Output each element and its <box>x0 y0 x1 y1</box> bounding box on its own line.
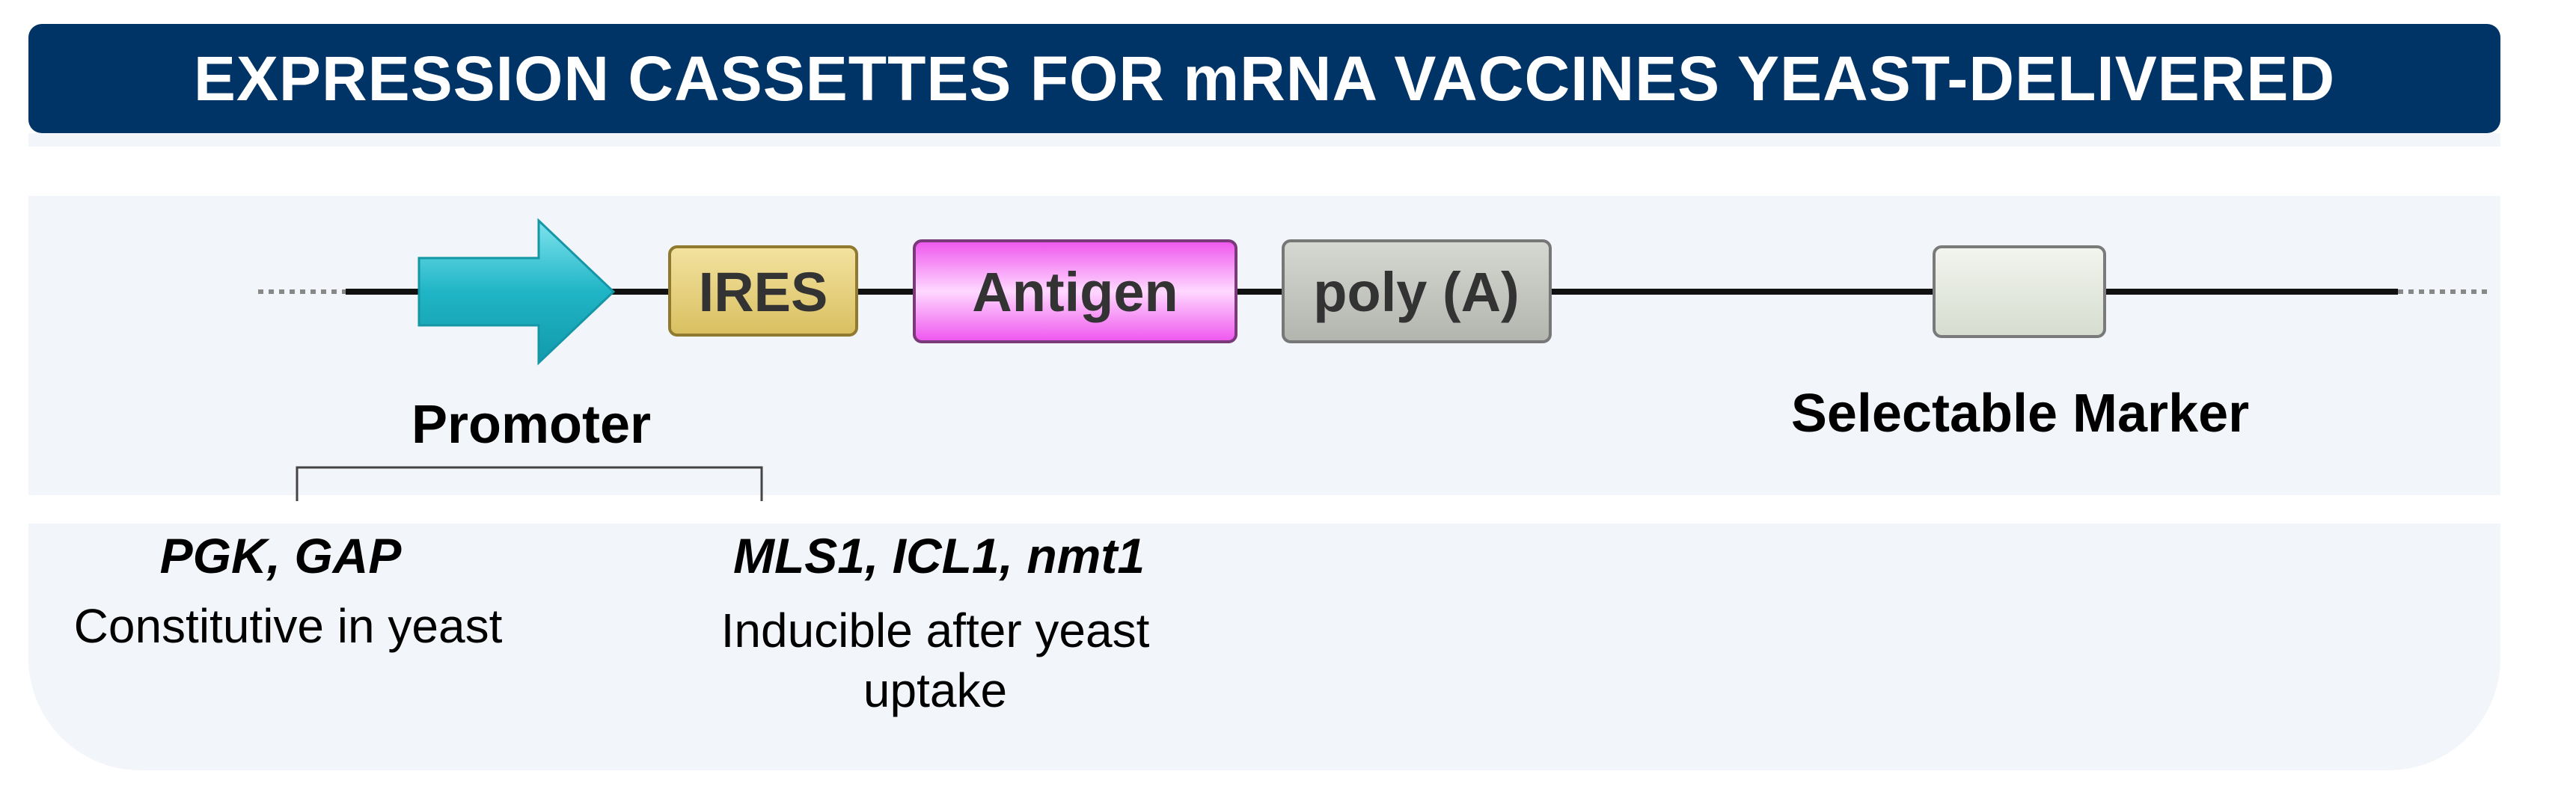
antigen-element: Antigen <box>913 239 1237 343</box>
divider-strip <box>28 133 2500 147</box>
inducible-promoter-genes: MLS1, ICL1, nmt1 <box>732 528 1145 583</box>
title-banner: EXPRESSION CASSETTES FOR mRNA VACCINES Y… <box>28 24 2500 133</box>
polya-label: poly (A) <box>1313 261 1519 323</box>
promoter-label: Promoter <box>411 395 652 455</box>
promoter-options-panel <box>28 524 2500 770</box>
selectable-marker-element <box>1933 245 2106 338</box>
constitutive-promoter-genes: PGK, GAP <box>159 528 402 583</box>
inducible-promoter-description-line2: uptake <box>863 663 1008 717</box>
antigen-label: Antigen <box>972 261 1178 323</box>
promoter-bracket <box>296 466 763 501</box>
selectable-marker-label: Selectable Marker <box>1790 384 2250 444</box>
ires-label: IRES <box>699 261 828 323</box>
ires-element: IRES <box>668 245 858 337</box>
page-title: EXPRESSION CASSETTES FOR mRNA VACCINES Y… <box>193 43 2336 114</box>
constitutive-promoter-description: Constitutive in yeast <box>73 599 503 653</box>
inducible-promoter-description-line1: Inducible after yeast <box>721 604 1150 657</box>
promoter-arrow-icon <box>417 218 616 366</box>
polya-element: poly (A) <box>1282 239 1552 343</box>
